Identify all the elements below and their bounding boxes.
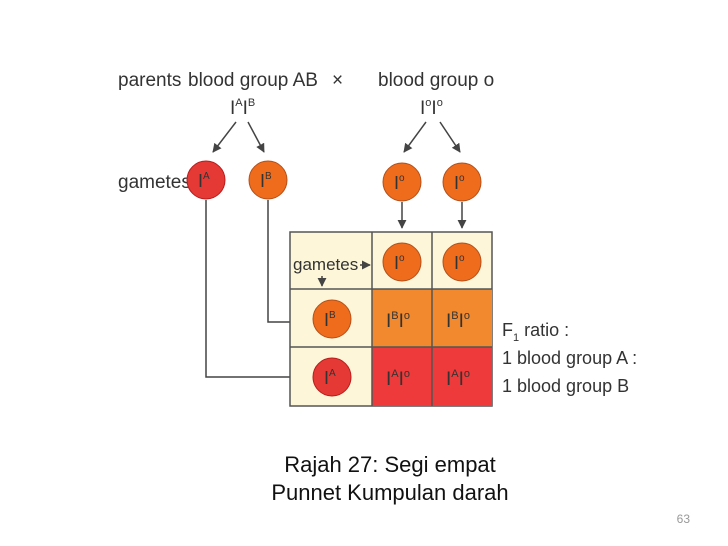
cell-IAIo-1: IAIo: [386, 368, 410, 390]
f1-ratio-line1: 1 blood group A :: [502, 348, 637, 368]
parents-label: parents: [118, 70, 181, 91]
parent2-genotype: IoIo: [420, 97, 443, 119]
grid-row-IA: IA: [312, 357, 352, 397]
svg-text:IB: IB: [260, 171, 272, 191]
grid-header-Io-1: Io: [382, 242, 422, 282]
svg-text:Io: Io: [394, 253, 405, 273]
parent1-genotype: IAIB: [230, 97, 255, 119]
caption-line2: Punnet Kumpulan darah: [271, 480, 509, 505]
svg-text:Io: Io: [394, 173, 405, 193]
gamete-IA: IA: [186, 160, 226, 200]
gamete-Io-2: Io: [442, 162, 482, 202]
arrow-parent2-a: [403, 121, 427, 153]
arrow-parent2-b: [439, 121, 461, 153]
caption-line1: Rajah 27: Segi empat: [284, 452, 496, 477]
gamete-Io-1: Io: [382, 162, 422, 202]
cell-IBIo-2: IBIo: [446, 310, 470, 332]
grid-header-Io-2: Io: [442, 242, 482, 282]
svg-text:Io: Io: [454, 253, 465, 273]
f1-ratio-title: F1 ratio :: [502, 320, 569, 344]
gamete-IB: IB: [248, 160, 288, 200]
parent1-phenotype: blood group AB: [188, 70, 318, 91]
gametes-label: gametes: [118, 172, 191, 193]
arrow-parent1-a: [212, 121, 237, 153]
grid-row-IB: IB: [312, 299, 352, 339]
cross-symbol: ×: [332, 70, 343, 91]
cell-IAIo-2: IAIo: [446, 368, 470, 390]
svg-text:IA: IA: [324, 368, 336, 388]
cell-IBIo-1: IBIo: [386, 310, 410, 332]
svg-text:Io: Io: [454, 173, 465, 193]
f1-ratio-line2: 1 blood group B: [502, 376, 629, 396]
grid-gametes-label: gametes: [293, 255, 358, 274]
svg-text:IA: IA: [198, 171, 210, 191]
parent2-phenotype: blood group o: [378, 70, 494, 91]
svg-text:IB: IB: [324, 310, 336, 330]
arrow-parent1-b: [247, 121, 265, 153]
arrow-IA-route: [205, 200, 313, 382]
slide-number: 63: [676, 512, 690, 526]
